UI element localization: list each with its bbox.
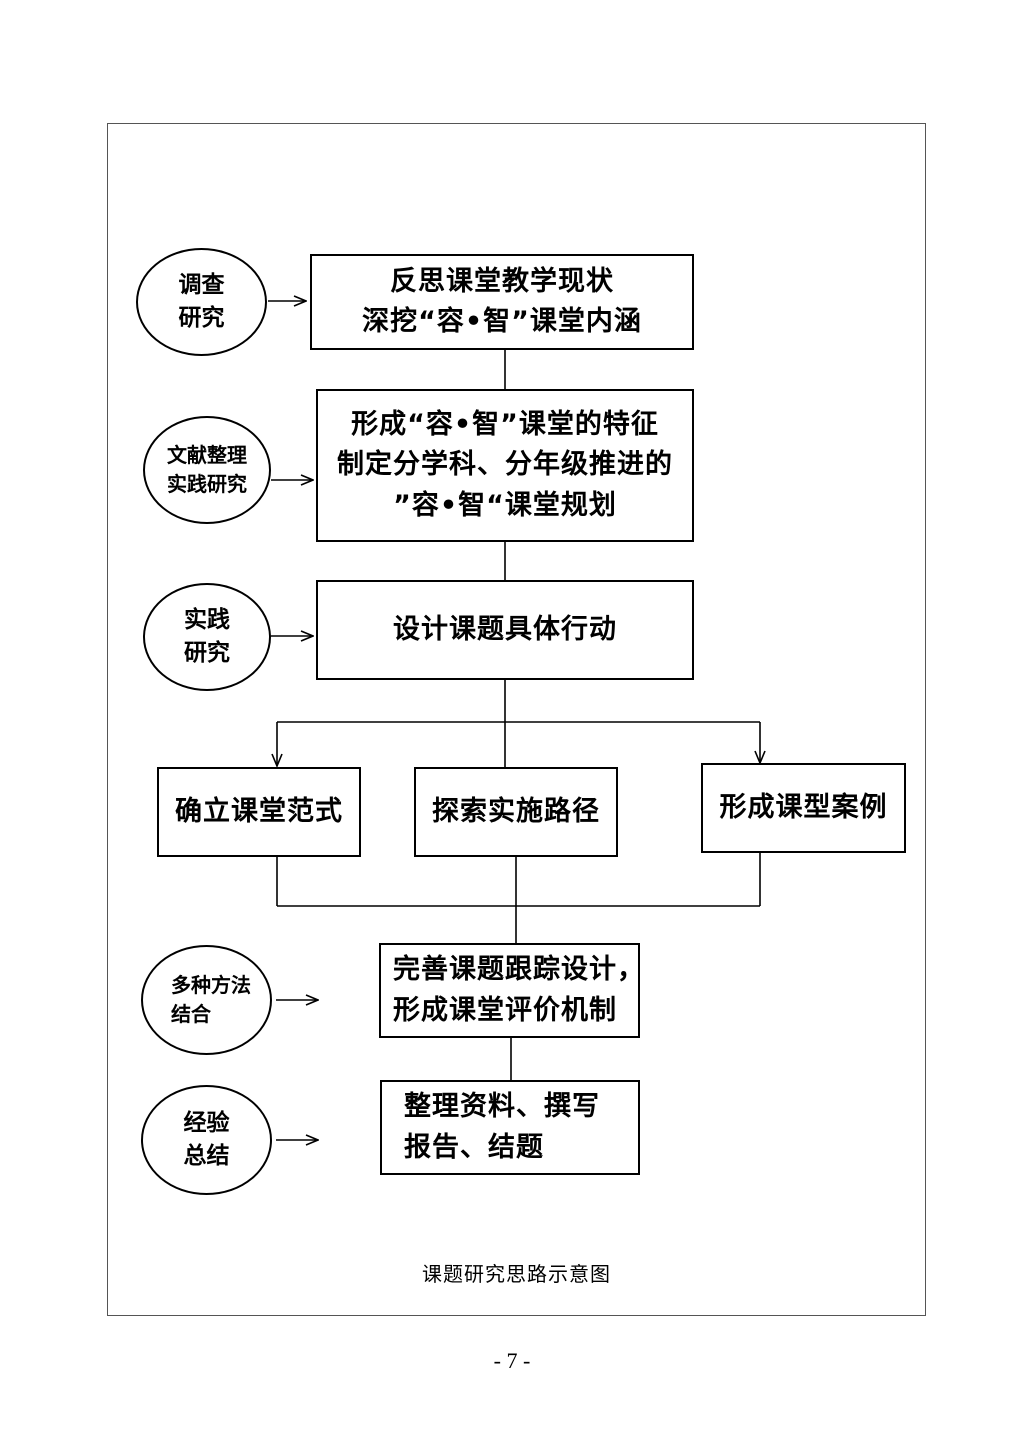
step-features-line3: ”容•智“课堂规划 <box>393 489 617 521</box>
method-experience-line1: 经验 <box>183 1109 230 1136</box>
step-features-line2: 制定分学科、分年级推进的 <box>337 449 673 481</box>
method-literature-line2: 实践研究 <box>167 472 247 496</box>
method-literature-oval: 文献整理 实践研究 <box>143 416 271 524</box>
method-practice-line2: 研究 <box>184 640 230 666</box>
step-design-line1: 设计课题具体行动 <box>393 613 617 645</box>
branch-path-label: 探索实施路径 <box>432 795 600 827</box>
step-evaluation-box: 完善课题跟踪设计， 形成课堂评价机制 <box>379 943 644 1038</box>
page-number: - 7 - <box>493 1348 531 1373</box>
branch-path-box: 探索实施路径 <box>414 767 618 857</box>
step-features-box: 形成“容•智”课堂的特征 制定分学科、分年级推进的 ”容•智“课堂规划 <box>316 389 694 542</box>
branch-paradigm-box: 确立课堂范式 <box>157 767 361 857</box>
method-experience-line2: 总结 <box>183 1143 230 1169</box>
method-survey-oval: 调查 研究 <box>136 248 267 356</box>
branch-paradigm-label: 确立课堂范式 <box>175 795 343 827</box>
branch-cases-label: 形成课型案例 <box>719 791 888 823</box>
diagram-caption: 课题研究思路示意图 <box>422 1262 611 1286</box>
method-survey-line1: 调查 <box>178 271 225 298</box>
method-survey-line2: 研究 <box>178 305 225 331</box>
method-practice-oval: 实践 研究 <box>143 583 271 691</box>
branch-cases-box: 形成课型案例 <box>701 763 906 853</box>
step-reflect-line1: 反思课堂教学现状 <box>390 265 614 297</box>
step-reflect-box: 反思课堂教学现状 深挖“容•智”课堂内涵 <box>310 254 694 350</box>
step-evaluation-line1: 完善课题跟踪设计， <box>393 954 645 985</box>
method-practice-line1: 实践 <box>184 606 230 633</box>
step-conclude-line2: 报告、结题 <box>404 1131 544 1163</box>
method-combined-oval: 多种方法 结合 <box>141 945 272 1055</box>
step-conclude-line1: 整理资料、撰写 <box>404 1091 600 1122</box>
step-reflect-line2: 深挖“容•智”课堂内涵 <box>362 306 642 337</box>
method-combined-line1: 多种方法 <box>171 973 251 997</box>
step-design-box: 设计课题具体行动 <box>316 580 694 680</box>
method-experience-oval: 经验 总结 <box>141 1085 272 1195</box>
diagram-frame <box>107 123 926 1316</box>
step-conclude-box: 整理资料、撰写 报告、结题 <box>380 1080 640 1175</box>
method-literature-line1: 文献整理 <box>167 443 247 467</box>
method-combined-line2: 结合 <box>171 1002 211 1026</box>
step-features-line1: 形成“容•智”课堂的特征 <box>351 408 659 440</box>
step-evaluation-line2: 形成课堂评价机制 <box>393 994 617 1026</box>
